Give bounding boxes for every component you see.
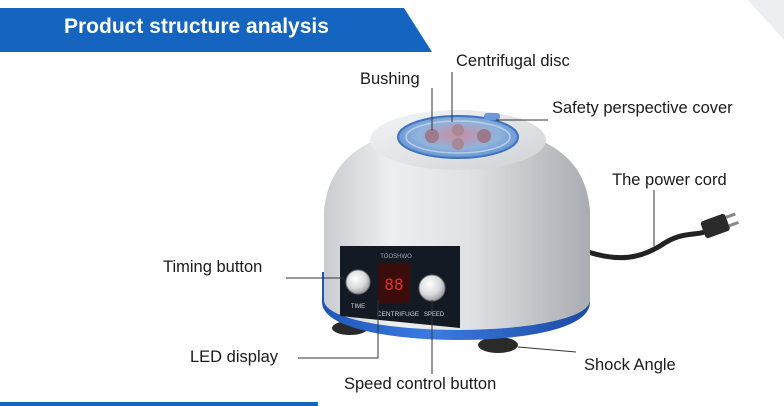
panel-product-text: CENTRIFUGE: [377, 311, 420, 318]
centrifuge-device: TOOSHWO 88 CENTRIFUGE TIME SPEED: [322, 110, 739, 353]
label-speed-control: Speed control button: [344, 375, 497, 393]
timing-knob-label: TIME: [351, 304, 365, 310]
plug: [700, 212, 739, 239]
corner-decoration: [748, 0, 784, 40]
rotor-hole: [452, 124, 464, 136]
label-led-display: LED display: [190, 348, 279, 366]
led-digits: 88: [384, 275, 403, 294]
panel-brand-text: TOOSHWO: [380, 254, 412, 260]
label-centrifugal-disc: Centrifugal disc: [456, 52, 570, 70]
label-power-cord: The power cord: [612, 171, 727, 189]
safety-cover: [397, 115, 519, 159]
label-timing-button: Timing button: [163, 258, 263, 276]
rotor-hole: [425, 129, 439, 143]
page-title: Product structure analysis: [64, 15, 329, 38]
speed-knob[interactable]: [418, 274, 446, 302]
label-shock-angle: Shock Angle: [584, 356, 676, 374]
label-bushing: Bushing: [360, 70, 420, 88]
led-display: [378, 263, 410, 303]
footer-rule: [0, 402, 318, 406]
rotor-hole: [477, 129, 491, 143]
cover-rim: [405, 120, 511, 154]
banner-shape: [0, 8, 432, 52]
foot-right: [478, 337, 518, 353]
leader-lines: [286, 72, 655, 374]
rotor-hole: [452, 138, 464, 150]
header-banner: [0, 8, 432, 52]
speed-knob-label: SPEED: [424, 312, 445, 318]
leader-led-display: [298, 300, 379, 359]
timing-knob[interactable]: [345, 269, 371, 295]
power-cord: [585, 229, 708, 261]
label-safety-cover: Safety perspective cover: [552, 99, 733, 117]
cover-latch: [484, 113, 500, 120]
leader-shock-angle: [517, 346, 577, 353]
